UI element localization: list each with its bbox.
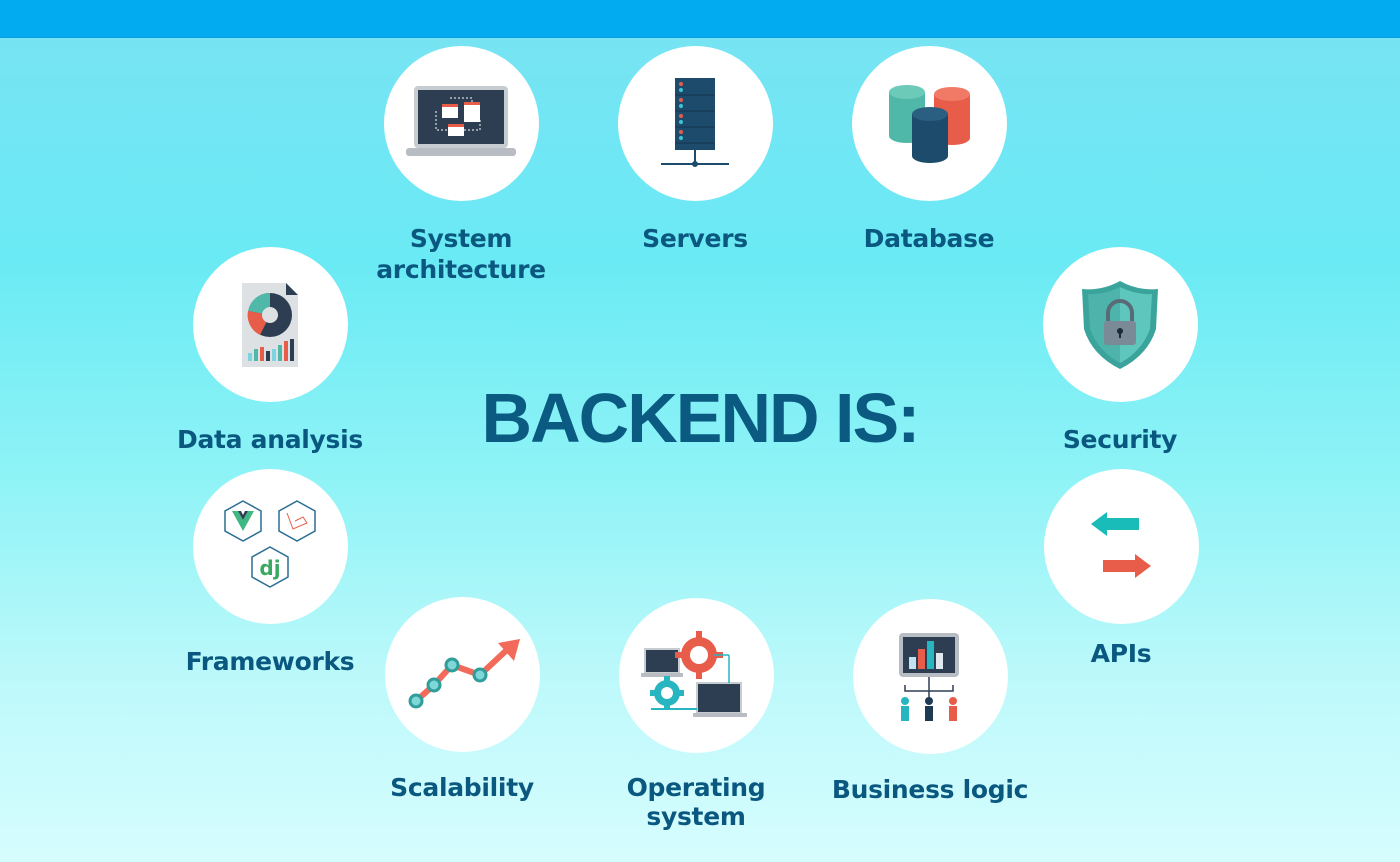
circle: dj [192,469,348,624]
item-label: Database [863,224,995,253]
circle [192,247,348,402]
growth-chart-icon [402,635,522,715]
item-database: Database [799,46,1059,254]
item-label: Servers [642,224,748,253]
item-label: Scalability [390,773,534,802]
exchange-arrows-icon [1091,511,1151,582]
server-rack-icon [655,76,735,171]
database-cylinders-icon [887,84,972,164]
item-security: Security [990,247,1250,455]
circle [1043,469,1199,624]
item-system-architecture: System architecture [331,46,591,285]
item-label: System architecture [376,224,546,284]
item-operating-system: Operating system [566,598,826,831]
circle [618,598,774,753]
item-scalability: Scalability [332,597,592,803]
circle [617,46,773,201]
page-title: BACKEND IS: [481,379,921,457]
gears-computers-icon [641,630,751,721]
circle [1042,247,1198,402]
circle [851,46,1007,201]
circle [384,597,540,752]
report-chart-icon [240,281,300,369]
item-data-analysis: Data analysis [140,247,400,455]
laptop-diagram-icon [406,84,516,164]
item-frameworks: dj Frameworks [140,469,400,677]
framework-logos-icon: dj [215,499,325,594]
item-label: APIs [1090,639,1152,668]
item-apis: APIs [991,469,1251,669]
item-servers: Servers [565,46,825,254]
dashboard-people-icon [895,631,965,723]
svg-text:dj: dj [259,556,280,580]
circle [852,599,1008,754]
item-label: Operating system [626,773,766,831]
shield-lock-icon [1078,279,1162,371]
item-label: Business logic [831,775,1029,804]
item-label: Frameworks [185,647,355,676]
item-label: Security [1062,425,1178,454]
circle [383,46,539,201]
item-business-logic: Business logic [800,599,1060,805]
item-label: Data analysis [177,425,363,454]
top-bar [0,0,1400,38]
